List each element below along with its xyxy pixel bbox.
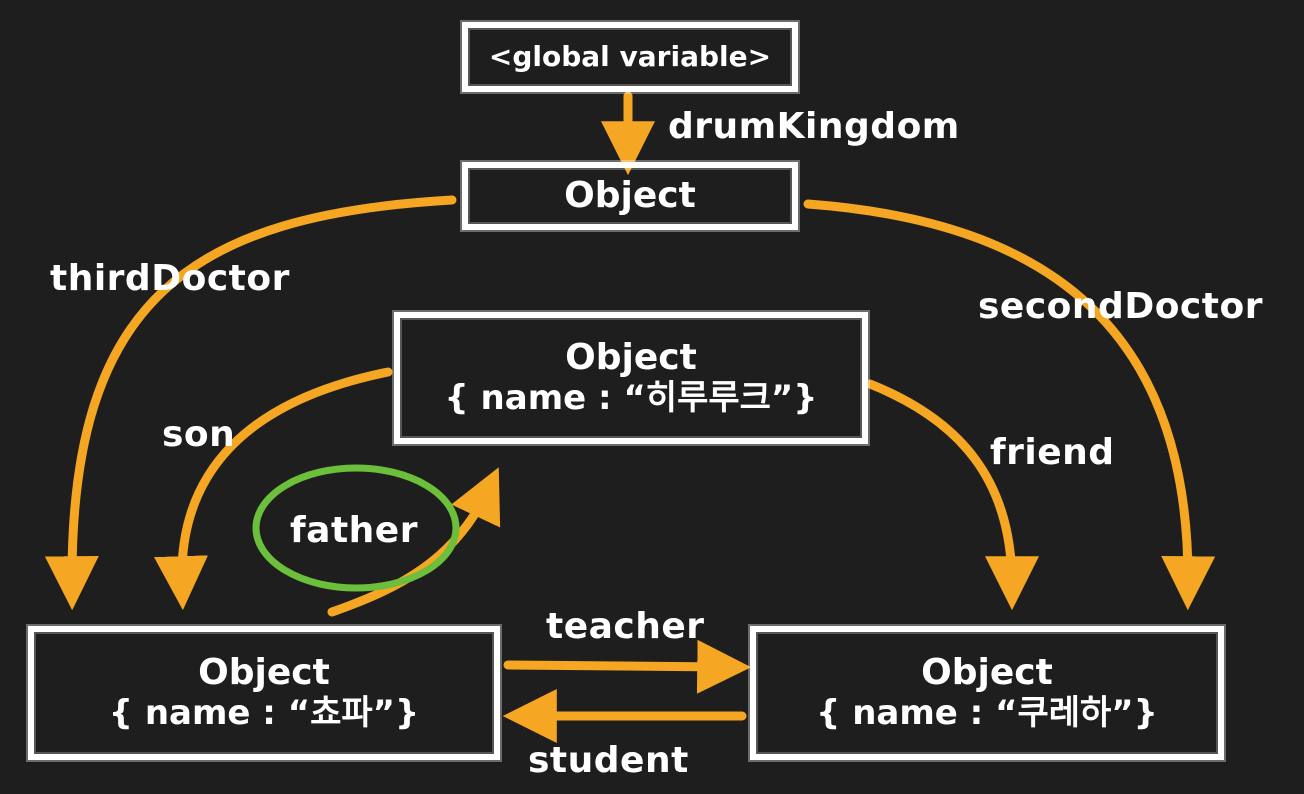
node-drum-kingdom-object: Object xyxy=(462,162,798,230)
node-hiruluk-label: Object xyxy=(565,336,697,378)
edge-friend-arrow xyxy=(865,379,1039,611)
edge-label-thirddoctor: thirdDoctor xyxy=(50,258,290,299)
edge-thirddoctor-arrow xyxy=(44,195,457,611)
edge-label-father: father xyxy=(290,510,418,551)
edge-seconddoctor-arrow xyxy=(803,199,1216,611)
node-global-label: <global variable> xyxy=(488,40,772,74)
edge-teacher-arrow xyxy=(503,639,752,694)
node-global-variable: <global variable> xyxy=(462,22,798,92)
edge-label-teacher: teacher xyxy=(546,606,705,647)
node-chopper-detail: { name : “쵸파”} xyxy=(108,693,420,734)
node-chopper-label: Object xyxy=(198,651,330,693)
father-highlight-circle xyxy=(252,464,460,592)
edge-label-drumkingdom: drumKingdom xyxy=(668,106,960,147)
edge-label-friend: friend xyxy=(990,432,1115,473)
edge-label-son: son xyxy=(162,414,236,455)
node-drum-label: Object xyxy=(564,175,696,217)
edge-label-student: student xyxy=(528,740,689,781)
node-kureha-label: Object xyxy=(921,651,1053,693)
edge-son-arrow xyxy=(154,367,393,611)
edge-father-arrow xyxy=(327,467,501,617)
node-kureha-object: Object { name : “쿠레하”} xyxy=(750,626,1224,760)
node-hiruluk-detail: { name : “히루루크”} xyxy=(444,378,818,419)
edge-label-seconddoctor: secondDoctor xyxy=(978,286,1263,327)
node-kureha-detail: { name : “쿠레하”} xyxy=(816,693,1158,734)
node-chopper-object: Object { name : “쵸파”} xyxy=(28,626,500,760)
node-hiruluk-object: Object { name : “히루루크”} xyxy=(394,312,868,444)
